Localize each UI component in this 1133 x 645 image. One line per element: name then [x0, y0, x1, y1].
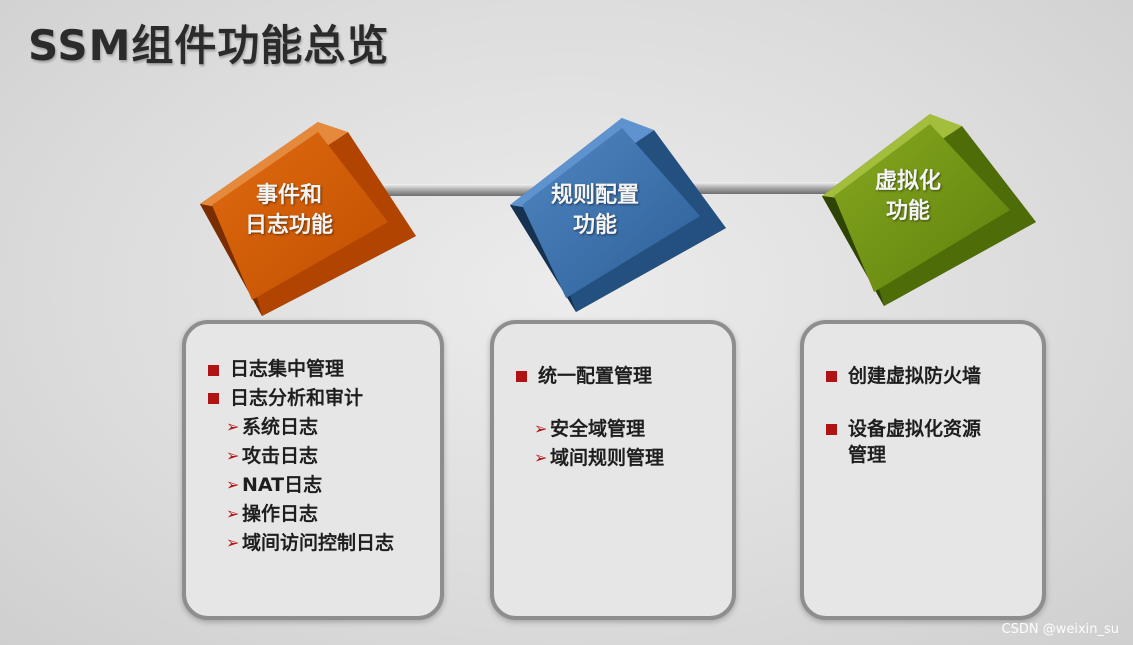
- panel1-bullet-1: 日志集中管理: [230, 356, 344, 382]
- panel1-sub-5: 域间访问控制日志: [242, 530, 394, 556]
- cube-label-line1: 虚拟化: [833, 167, 983, 197]
- cube-label-rules: 规则配置 功能: [520, 181, 670, 241]
- panel3-bullet-2-cont: 管理: [848, 442, 886, 468]
- panel2-sub-1: 安全域管理: [550, 416, 645, 442]
- bullet-square: [826, 371, 837, 382]
- panel1-sub-1: 系统日志: [242, 414, 318, 440]
- arrow-bullet-icon: ➢: [534, 448, 547, 467]
- arrow-bullet-icon: ➢: [226, 533, 239, 552]
- bullet-square: [516, 371, 527, 382]
- panel2-bullet-1: 统一配置管理: [538, 363, 652, 389]
- arrow-bullet-icon: ➢: [226, 475, 239, 494]
- bullet-square: [826, 424, 837, 435]
- cube-label-line1: 事件和: [214, 181, 364, 211]
- bullet-square: [208, 393, 219, 404]
- arrow-bullet-icon: ➢: [226, 446, 239, 465]
- bullet-square: [208, 365, 219, 376]
- cube-label-virtual: 虚拟化 功能: [833, 167, 983, 227]
- cube-label-line2: 功能: [520, 211, 670, 241]
- panel3-bullet-2: 设备虚拟化资源: [848, 416, 981, 442]
- cube-label-line1: 规则配置: [520, 181, 670, 211]
- panel1-sub-4: 操作日志: [242, 501, 318, 527]
- watermark: CSDN @weixin_su: [1002, 622, 1120, 637]
- cube-label-line2: 日志功能: [214, 211, 364, 241]
- panel1-sub-3: NAT日志: [242, 472, 322, 498]
- arrow-bullet-icon: ➢: [534, 419, 547, 438]
- arrow-bullet-icon: ➢: [226, 504, 239, 523]
- panel1-bullet-2: 日志分析和审计: [230, 385, 363, 411]
- cube-label-events: 事件和 日志功能: [214, 181, 364, 241]
- panel3-bullet-1: 创建虚拟防火墙: [848, 363, 981, 389]
- arrow-bullet-icon: ➢: [226, 417, 239, 436]
- cube-label-line2: 功能: [833, 197, 983, 227]
- panel2-sub-2: 域间规则管理: [550, 445, 664, 471]
- panel1-sub-2: 攻击日志: [242, 443, 318, 469]
